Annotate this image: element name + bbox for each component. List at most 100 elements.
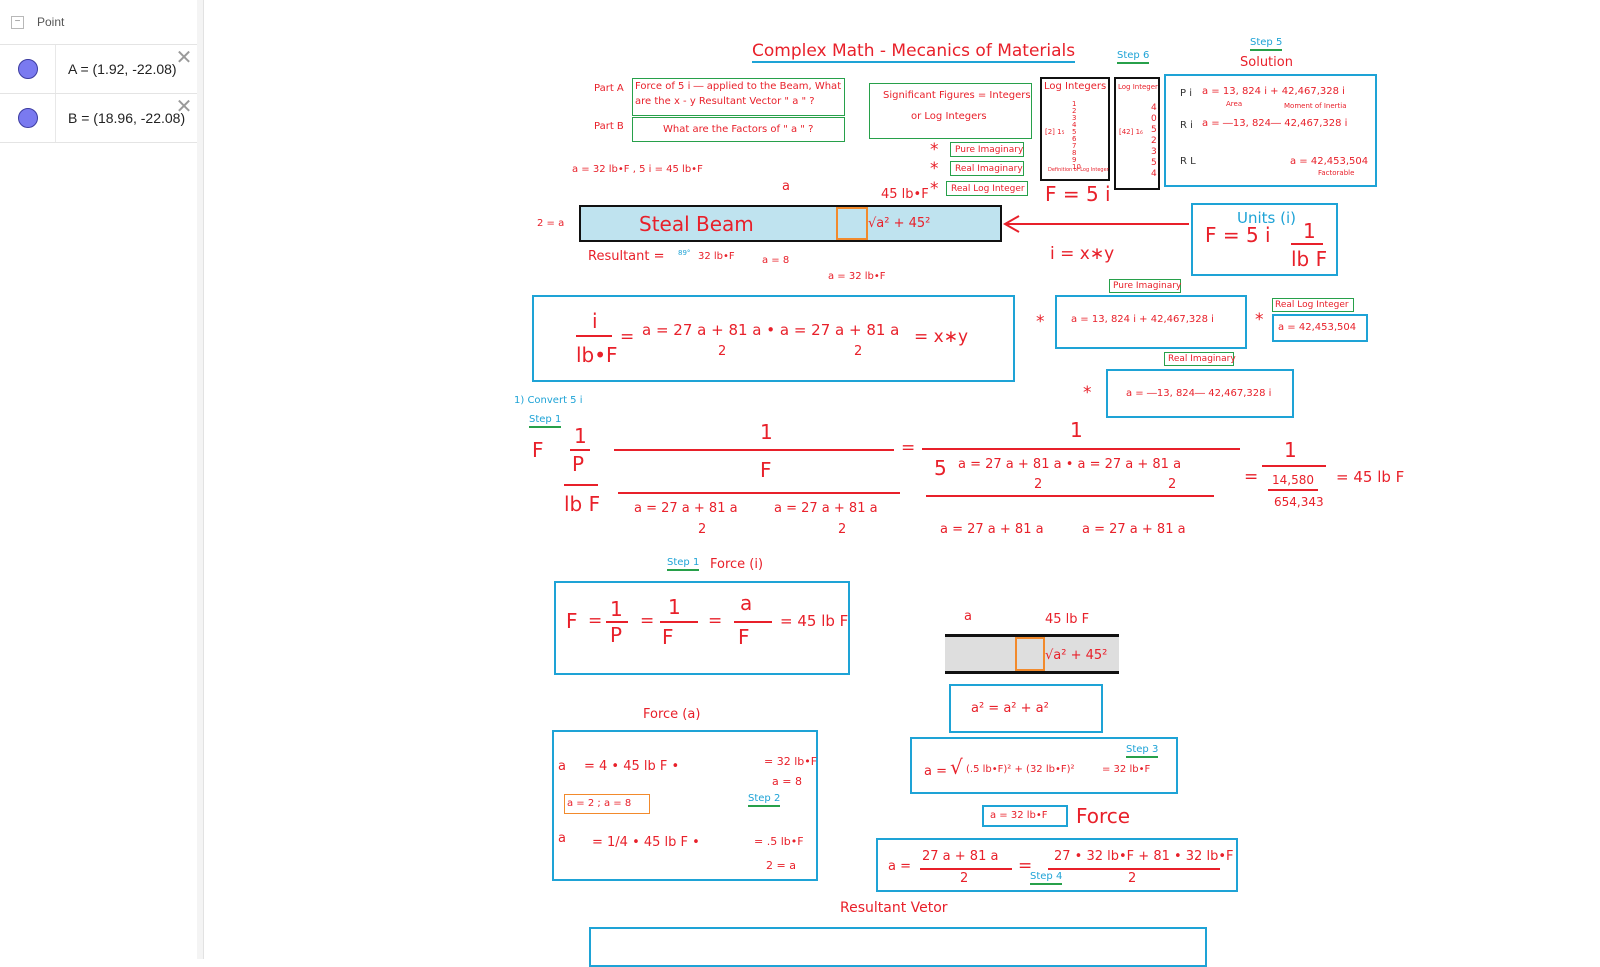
conv-eq-27-a: a = 27 a + 81 a	[634, 501, 738, 516]
point-marker-icon[interactable]	[17, 108, 38, 128]
pure-imaginary-tag-2: Pure Imaginary	[1109, 279, 1181, 293]
ax-eq-8: a = 8	[762, 255, 790, 266]
force-i-eq-45: = 45 lb F	[780, 612, 849, 630]
pure-imaginary-text: Pure Imaginary	[955, 145, 1024, 155]
magnitude-sqrt: (.5 lb•F)² + (32 lb•F)²	[966, 764, 1075, 775]
force-a-box: a = 4 • 45 lb F • = 32 lb•F a = 8 a = 2 …	[552, 730, 818, 881]
conv-eq-mid: a = 27 a + 81 a • a = 27 a + 81 a	[958, 457, 1182, 472]
units-one: 1	[1303, 219, 1316, 243]
area-label: Area	[1226, 100, 1243, 108]
force-a-given-box: a = 2 ; a = 8	[564, 794, 650, 814]
part-b-text: What are the Factors of " a " ?	[663, 124, 814, 135]
magnitude-box: Step 3 a = √ (.5 lb•F)² + (32 lb•F)² = 3…	[910, 737, 1178, 794]
factor-left: 27 a + 81 a	[922, 849, 999, 864]
real-log-eq: a = 42,453,504	[1278, 322, 1357, 333]
main-eq-right: = x∗y	[914, 327, 969, 347]
conv-two-b: 2	[838, 522, 847, 537]
force-a-result1: = 32 lb•F	[764, 755, 818, 768]
solution-label: Solution	[1240, 55, 1293, 70]
part-b-label: Part B	[594, 121, 624, 132]
resultant-vector-box	[589, 927, 1207, 967]
units-f-eq: F = 5 i	[1205, 223, 1271, 247]
conv-pa: P	[572, 452, 585, 476]
point-definition[interactable]: B = (18.96, -22.08)	[68, 110, 186, 126]
force-i-one: 1	[610, 597, 623, 621]
algebra-group-header[interactable]: − Point	[0, 0, 197, 45]
sig-figs-box: Significant Figures = Integers or Log In…	[869, 83, 1032, 139]
force-a-line1: = 4 • 45 lb F •	[584, 759, 680, 774]
ri-label: R i	[1180, 120, 1193, 131]
conv-one-b: 1	[760, 420, 773, 444]
conv-fa: F	[760, 458, 772, 482]
main-eq-middle: a = 27 a + 81 a • a = 27 a + 81 a	[642, 321, 900, 339]
asterisk-icon: *	[930, 159, 939, 179]
pythagoras-box: a² = a² + a²	[949, 684, 1103, 733]
minus-icon[interactable]: −	[11, 15, 24, 29]
a-32-label: a = 32 lb•F	[828, 271, 886, 282]
graphics-view[interactable]: Complex Math - Mecanics of Materials Ste…	[204, 0, 1600, 967]
conv-two-d: 2	[1168, 477, 1177, 492]
part-a-text: Force of 5 i ― applied to the Beam, What	[635, 81, 842, 92]
asterisk-icon: *	[930, 140, 939, 160]
force-a-line2: = 1/4 • 45 lb F •	[592, 835, 700, 850]
force-i-fa: F	[662, 625, 674, 649]
real-log-integer-text-2: Real Log Integer	[1275, 300, 1349, 310]
force-triangle-icon	[1015, 637, 1045, 671]
resultant-label: Resultant =	[588, 249, 665, 264]
sig-figs-text: Significant Figures = Integers	[883, 90, 1031, 101]
main-eq-two: 2	[718, 344, 727, 359]
steel-beam-1[interactable]: Steal Beam √a² + 45²	[579, 205, 1002, 242]
pythagoras-eq: a² = a² + a²	[971, 701, 1049, 716]
force-i-one-b: 1	[668, 595, 681, 619]
factor-two-b: 2	[1128, 871, 1137, 886]
force-a-result2: = .5 lb•F	[754, 835, 804, 848]
main-eq-i: i	[592, 309, 598, 333]
conv-two-c: 2	[1034, 477, 1043, 492]
conv-eq-27-d: a = 27 a + 81 a	[1082, 522, 1186, 537]
units-lbf: lb F	[1291, 247, 1328, 271]
units-box: Units (i) F = 5 i 1 lb F	[1191, 203, 1338, 276]
factor-two-a: 2	[960, 871, 969, 886]
panel-splitter[interactable]	[197, 0, 204, 959]
step1-label-b: Step 1	[667, 558, 700, 571]
point-marker-icon[interactable]	[17, 59, 38, 79]
sig-figs-text-2: or Log Integers	[911, 111, 987, 122]
conv-eq-45: = 45 lb F	[1336, 468, 1405, 486]
worksheet-title: Complex Math - Mecanics of Materials	[752, 41, 1076, 63]
real-log-integer-tag-2: Real Log Integer	[1272, 298, 1354, 312]
algebra-item-point-a[interactable]: A = (1.92, -22.08) ✕	[0, 45, 197, 94]
solution-pure-imaginary: a = 13, 824 i + 42,467,328 i	[1202, 86, 1345, 97]
conv-eq-27-c: a = 27 a + 81 a	[940, 522, 1044, 537]
force-45-label: 45 lb•F	[881, 187, 929, 202]
def-log-integer-text: Definition of Log Integer	[1048, 167, 1109, 173]
step2-label: Step 2	[748, 794, 781, 807]
force-i-fa-b: F	[738, 625, 750, 649]
conv-654343: 654,343	[1274, 495, 1324, 509]
force-a-ax: a = 8	[772, 775, 802, 788]
point-definition[interactable]: A = (1.92, -22.08)	[68, 61, 177, 77]
force-a-2ay: 2 = a	[766, 859, 796, 872]
factorable-label: Factorable	[1318, 169, 1355, 177]
main-eq-lbf: lb•F	[576, 343, 618, 367]
asterisk-icon: *	[1036, 312, 1045, 332]
real-imaginary-tag-2: Real Imaginary	[1164, 352, 1236, 366]
pure-imaginary-text-2: Pure Imaginary	[1113, 281, 1182, 291]
conv-one-d: 1	[1284, 438, 1297, 462]
a32-text: a = 32 lb•F	[990, 810, 1048, 821]
conv-14580: 14,580	[1272, 473, 1314, 487]
algebra-item-point-b[interactable]: B = (18.96, -22.08) ✕	[0, 94, 197, 143]
real-imaginary-text: Real Imaginary	[955, 164, 1023, 174]
visibility-toggle[interactable]	[0, 45, 56, 93]
steel-beam-2[interactable]: √a² + 45²	[945, 634, 1119, 674]
close-icon[interactable]: ✕	[175, 96, 193, 118]
log-integers-text: Log Integers	[1044, 81, 1107, 92]
solution-real-log: a = 42,453,504	[1290, 156, 1369, 167]
step5-label: Step 5	[1250, 38, 1283, 51]
two-eq-ay: 2 = a	[537, 218, 565, 229]
visibility-toggle[interactable]	[0, 94, 56, 142]
close-icon[interactable]: ✕	[175, 47, 193, 69]
part-a-label: Part A	[594, 83, 624, 94]
group-label: Point	[37, 15, 65, 29]
